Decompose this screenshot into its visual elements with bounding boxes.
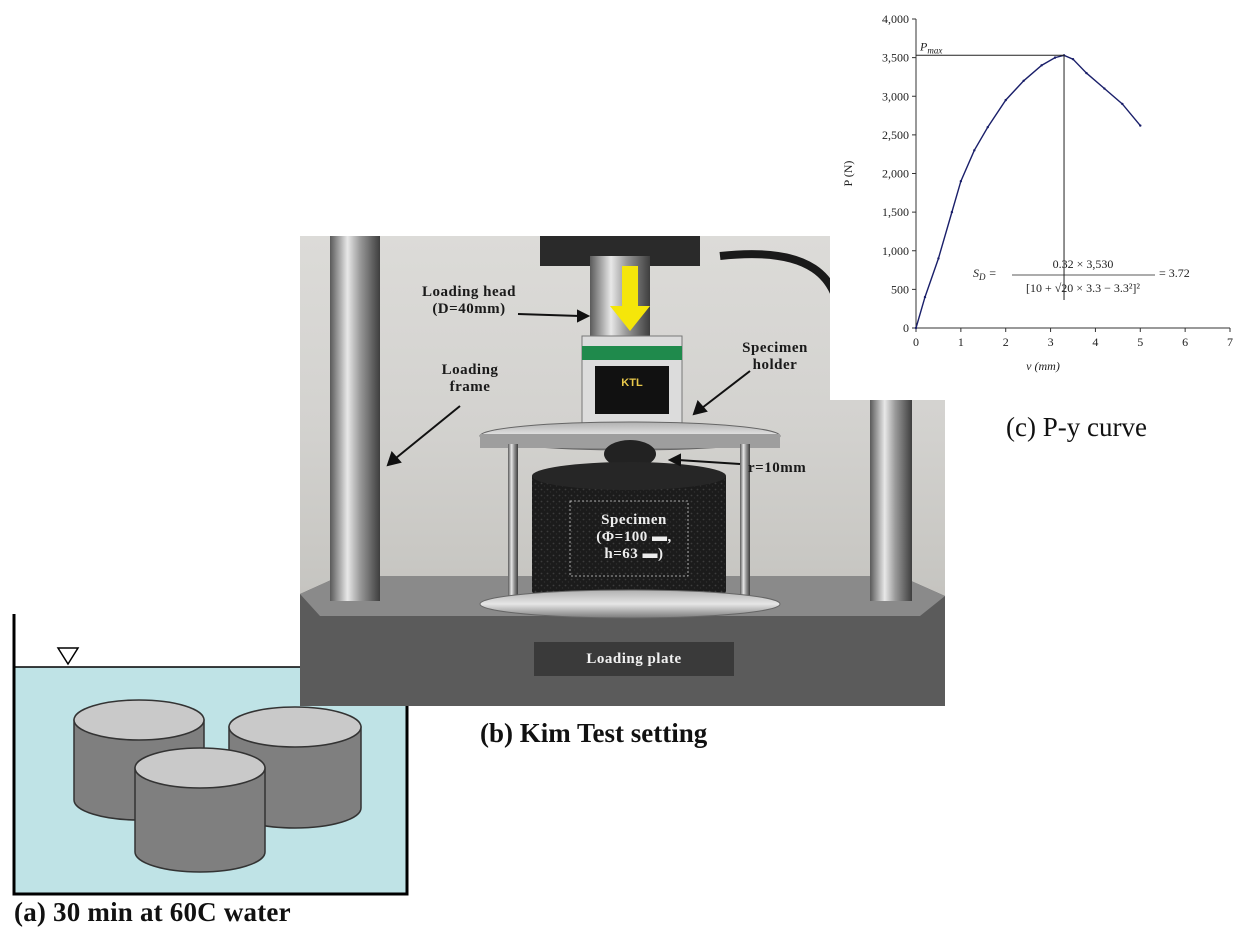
y-tick-label: 2,000: [882, 167, 909, 181]
x-tick-label: 7: [1227, 335, 1233, 349]
p-y-chart: 05001,0001,5002,0002,5003,0003,5004,000 …: [830, 0, 1240, 400]
loading-frame-column-left: [330, 236, 380, 601]
x-tick-label: 2: [1003, 335, 1009, 349]
y-tick-label: 3,000: [882, 89, 909, 103]
curve-data-point: [937, 257, 940, 260]
label-loading-plate: Loading plate: [534, 642, 734, 676]
x-tick-label: 4: [1092, 335, 1098, 349]
curve-data-point: [1022, 79, 1025, 83]
curve-data-point: [973, 149, 976, 152]
y-tick-label: 1,000: [882, 244, 909, 258]
formula-denominator: [10 + √20 × 3.3 − 3.3²]²: [1026, 281, 1140, 295]
label-loading-head: Loading head (D=40mm): [422, 284, 516, 317]
curve-data-point: [923, 295, 927, 299]
curve-data-point: [1040, 64, 1043, 67]
pmax-annotation: Pmax: [919, 39, 942, 55]
label-tip-radius: r=10mm: [748, 460, 807, 476]
curve-data-point: [986, 125, 989, 129]
formula-result: = 3.72: [1159, 266, 1190, 280]
asphalt-specimen: [532, 476, 726, 605]
y-tick-label: 3,500: [882, 51, 909, 65]
y-tick-label: 500: [891, 282, 909, 296]
x-tick-label: 3: [1048, 335, 1054, 349]
y-tick-label: 2,500: [882, 128, 909, 142]
curve-data-point: [1071, 57, 1075, 61]
x-tick-label: 5: [1137, 335, 1143, 349]
curve-data-point: [1053, 56, 1057, 59]
sd-formula: SD = 0.32 × 3,530 [10 + √20 × 3.3 − 3.3²…: [973, 257, 1190, 295]
bath-container: [12, 614, 409, 896]
curve-data-point: [959, 180, 963, 183]
x-tick-label: 6: [1182, 335, 1188, 349]
loading-head-rod: [590, 256, 650, 336]
formula-numerator: 0.32 × 3,530: [1053, 257, 1114, 271]
label-specimen-holder: Specimen holder: [742, 340, 808, 373]
curve-data-point: [1139, 124, 1142, 127]
device-logo: KTL: [621, 377, 643, 389]
caption-panel-c: (c) P-y curve: [1006, 412, 1147, 442]
curve-data-point: [914, 326, 918, 330]
curve-data-point: [950, 210, 954, 214]
curve-data-point: [1103, 87, 1106, 90]
specimen-cylinder-front: [134, 747, 266, 873]
svg-text:SD =: SD =: [973, 266, 997, 282]
y-axis-label: P (N): [841, 161, 855, 187]
caption-panel-b: (b) Kim Test setting: [480, 718, 708, 748]
label-loading-frame: Loading frame: [441, 362, 499, 395]
curve-data-point: [1121, 102, 1124, 106]
x-tick-label: 1: [958, 335, 964, 349]
x-axis-label: v (mm): [1026, 359, 1060, 373]
load-direction-arrow-icon: [610, 266, 650, 331]
curve-data-point: [1085, 71, 1088, 75]
caption-panel-a: (a) 30 min at 60C water: [14, 897, 291, 927]
water-level-triangle-icon: [56, 647, 80, 666]
y-tick-label: 1,500: [882, 205, 909, 219]
curve-data-point: [1004, 98, 1007, 102]
y-tick-label: 4,000: [882, 12, 909, 26]
x-tick-label: 0: [913, 335, 919, 349]
label-specimen: Specimen (Φ=100 ▬, h=63 ▬): [596, 512, 672, 562]
y-tick-label: 0: [903, 321, 909, 335]
